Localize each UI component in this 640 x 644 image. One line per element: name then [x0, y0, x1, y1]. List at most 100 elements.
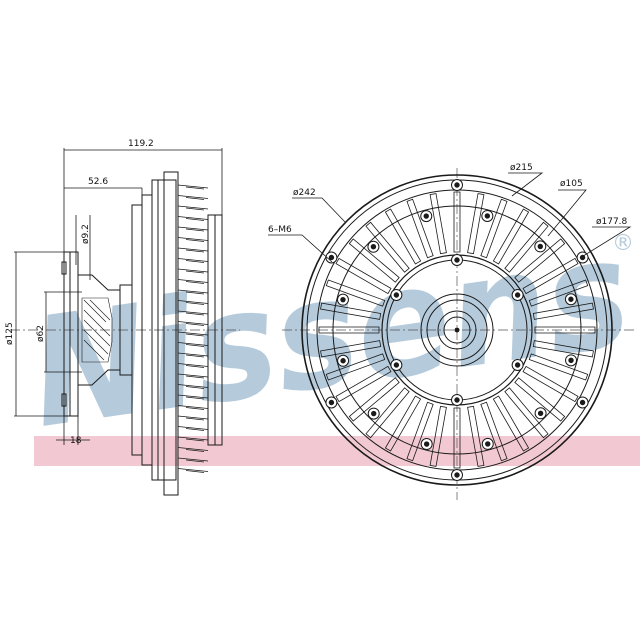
fin-line: [177, 268, 209, 273]
fin-line: [177, 405, 209, 409]
rib: [514, 238, 566, 283]
rib: [406, 401, 434, 462]
outer-rim: [301, 174, 613, 486]
fin-line: [177, 289, 209, 294]
rib: [467, 405, 485, 467]
fin-line: [185, 438, 205, 442]
bolt-center: [371, 410, 377, 417]
rib: [522, 365, 579, 403]
bolt-center: [454, 257, 460, 263]
fin-line: [177, 216, 209, 220]
bolt-center: [454, 397, 460, 403]
bolt-center: [568, 357, 574, 364]
fin-line: [185, 323, 205, 326]
rib: [325, 279, 386, 307]
rib: [384, 208, 422, 265]
rib: [365, 387, 410, 439]
fin-line: [185, 344, 205, 347]
fin-line: [177, 342, 209, 346]
bolt-center: [514, 292, 521, 298]
fin-line: [177, 415, 209, 420]
fin-line: [177, 394, 209, 399]
bolt-center: [568, 296, 574, 302]
fin-line: [185, 449, 205, 452]
rib: [504, 387, 549, 439]
fin-line: [177, 258, 209, 262]
fin-line: [185, 281, 205, 284]
fin-line: [185, 302, 205, 305]
rib: [480, 401, 508, 462]
bolt-center: [340, 296, 346, 303]
fin-line: [177, 436, 209, 441]
rib: [492, 208, 530, 265]
rib: [532, 302, 594, 320]
rib: [325, 353, 386, 381]
rib: [406, 198, 434, 259]
front-dimension-leaders: [268, 172, 632, 263]
side-view: [10, 171, 240, 496]
fin-line: [177, 363, 209, 367]
rib: [480, 198, 508, 259]
fin-line: [185, 354, 205, 358]
rib: [320, 302, 382, 320]
bolt-center: [328, 254, 335, 261]
fin-line: [185, 239, 205, 242]
bolt-center: [328, 399, 335, 406]
bolt-center: [393, 362, 400, 368]
fin-line: [185, 249, 205, 253]
rib: [492, 395, 530, 452]
dim-thread-spec: 6–M6: [268, 225, 292, 235]
fin-line: [177, 321, 209, 325]
radial-ribs: [318, 191, 596, 469]
bolt-center: [370, 244, 377, 250]
bolt-center: [485, 441, 491, 447]
rib: [365, 221, 410, 273]
fin-line: [185, 459, 205, 463]
dim-ring-215: ø215: [510, 163, 533, 173]
fin-line: [185, 207, 205, 211]
side-dimensions: [14, 148, 223, 445]
dim-hub-depth: 52.6: [88, 177, 108, 187]
dim-bolt-circle: ø105: [560, 179, 583, 189]
dim-overall-width: 119.2: [128, 139, 154, 149]
registered-mark: ®: [612, 231, 634, 256]
center-hub: [420, 293, 494, 367]
bolt-center: [340, 358, 346, 364]
dim-pilot-diameter: ø62: [36, 325, 46, 342]
rib: [384, 395, 422, 452]
fin-line: [185, 270, 205, 274]
fin-line: [177, 384, 209, 388]
rib: [453, 407, 461, 469]
fin-line: [177, 226, 209, 231]
rib: [429, 405, 447, 467]
rib: [532, 340, 594, 358]
rib: [534, 326, 596, 334]
rib: [335, 257, 392, 295]
bolt-center: [454, 182, 460, 188]
bolt-center: [423, 213, 429, 219]
bolt-center: [579, 399, 586, 406]
rib: [528, 353, 589, 381]
rib: [318, 326, 380, 334]
dim-outer-diameter-side: ø125: [5, 322, 15, 345]
fin-line: [177, 247, 209, 252]
fin-line: [177, 352, 209, 357]
dim-flange-thickness: 18: [70, 436, 82, 446]
rib: [320, 340, 382, 358]
fin-line: [177, 457, 209, 462]
side-dimension-labels: 119.2 52.6 ø9.2 ø125 ø62 18: [5, 139, 154, 446]
fin-line: [185, 197, 205, 200]
fin-line: [185, 386, 205, 389]
front-dimension-labels: ø242 ø215 ø105 ø177.8 6–M6: [268, 163, 628, 235]
bolt-center: [514, 362, 521, 368]
fin-line: [185, 228, 205, 232]
fin-line: [185, 396, 205, 400]
fin-line: [185, 260, 205, 263]
fin-line: [177, 373, 209, 378]
rib: [467, 193, 485, 255]
fin-line: [177, 279, 209, 283]
bolt-center: [423, 441, 430, 447]
fin-line: [185, 333, 205, 337]
dim-bolt-hole: ø9.2: [81, 224, 91, 244]
